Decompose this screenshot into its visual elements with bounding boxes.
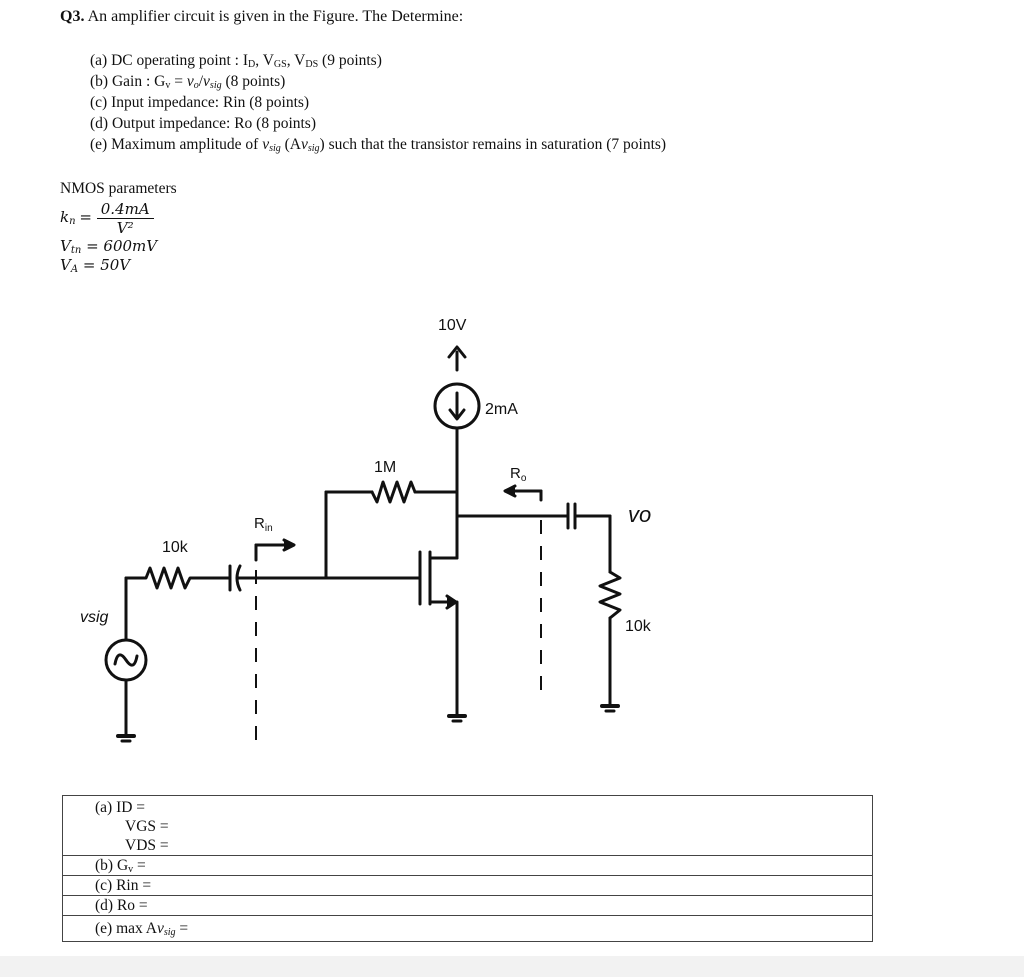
question-number: Q3. <box>60 8 85 25</box>
item-d: (d) Output impedance: Ro (8 points) <box>90 115 316 132</box>
item-e: (e) Maximum amplitude of vsig (Avsig) su… <box>90 136 667 154</box>
vsig-label: vsig <box>80 609 109 626</box>
ro-label: Ro <box>510 465 527 484</box>
rin-label: Rin <box>254 515 273 534</box>
kn-equation: kn = 0.4mA V² <box>60 200 177 237</box>
feedback-resistor-label: 1M <box>374 459 396 476</box>
nmos-parameters: NMOS parameters kn = 0.4mA V² Vtn = 600m… <box>60 180 177 275</box>
amplifier-circuit: 10V 2mA 1M 10k 10k Rin Ro vo vsig <box>80 317 652 743</box>
vo-label: vo <box>628 502 651 527</box>
current-source-label: 2mA <box>485 401 518 418</box>
source-resistor-label: 10k <box>162 539 189 556</box>
vtn-equation: Vtn = 600mV <box>60 237 158 256</box>
answer-d: (d) Ro = <box>63 895 872 915</box>
answer-b: (b) Gv = <box>63 855 872 875</box>
va-equation: VA = 50V <box>60 256 131 275</box>
question-items: (a) DC operating point : ID, VGS, VDS (9… <box>90 50 666 155</box>
load-resistor-label: 10k <box>625 618 652 635</box>
item-b: (b) Gain : Gv = vo/vsig (8 points) <box>90 73 286 91</box>
answer-e: (e) max Avsig = <box>63 915 872 941</box>
question-text: An amplifier circuit is given in the Fig… <box>87 8 464 25</box>
params-heading: NMOS parameters <box>60 180 177 197</box>
item-a: (a) DC operating point : ID, VGS, VDS (9… <box>90 52 382 70</box>
answer-a: (a) ID = VGS = VDS = <box>95 799 169 854</box>
answer-c: (c) Rin = <box>63 875 872 895</box>
question-title: Q3. An amplifier circuit is given in the… <box>60 8 463 26</box>
bottom-strip <box>0 956 1024 977</box>
supply-voltage-label: 10V <box>438 317 467 334</box>
item-c: (c) Input impedance: Rin (8 points) <box>90 94 310 111</box>
answer-table: (a) ID = VGS = VDS = (b) Gv = (c) Rin = … <box>62 795 873 942</box>
